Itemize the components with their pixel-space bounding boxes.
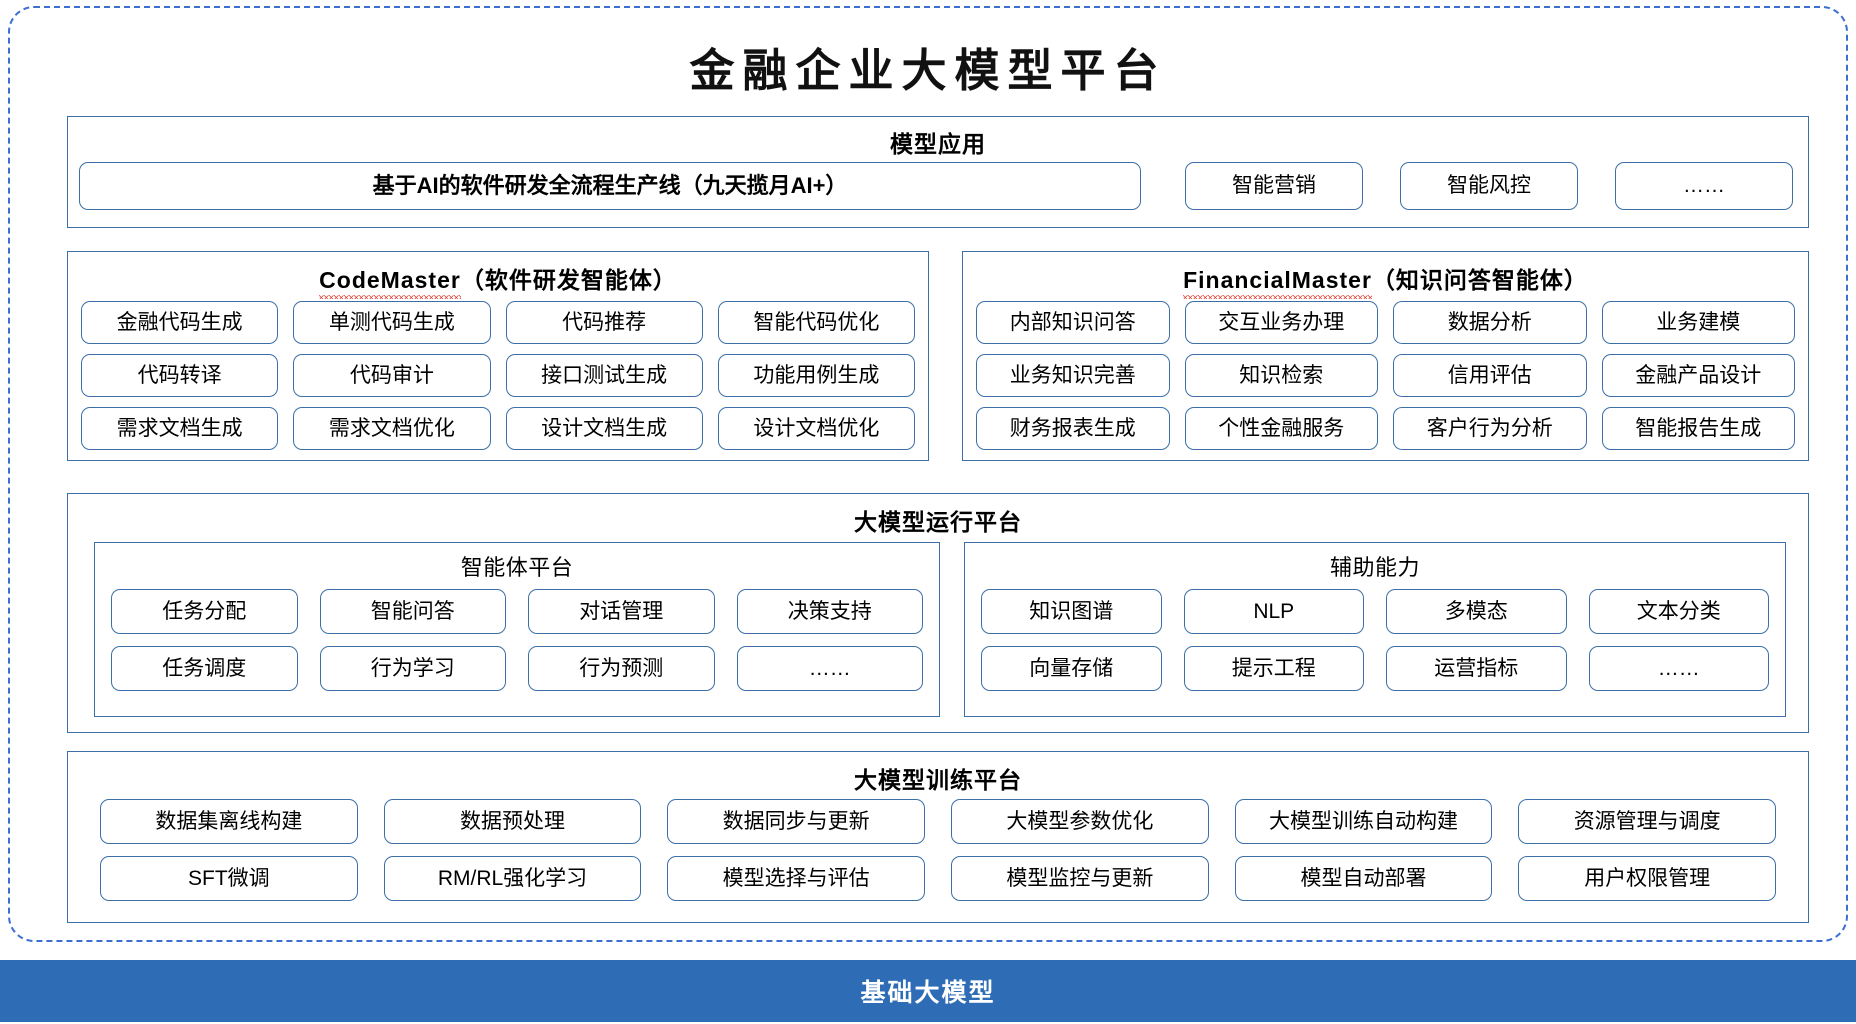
financial-master-row-3: 财务报表生成 个性金融服务 客户行为分析 智能报告生成: [976, 407, 1795, 450]
agent-platform-row-1: 任务分配 智能问答 对话管理 决策支持: [111, 589, 923, 634]
chip-smart-risk-control[interactable]: 智能风控: [1400, 162, 1578, 210]
financial-master-grid: 内部知识问答 交互业务办理 数据分析 业务建模 业务知识完善 知识检索 信用评估…: [976, 301, 1795, 450]
train-platform-row-1: 数据集离线构建 数据预处理 数据同步与更新 大模型参数优化 大模型训练自动构建 …: [100, 799, 1777, 844]
chip-api-test-gen[interactable]: 接口测试生成: [505, 354, 703, 397]
chip-ai-software-pipeline[interactable]: 基于AI的软件研发全流程生产线（九天揽月AI+）: [79, 162, 1141, 210]
chip-function-case-gen[interactable]: 功能用例生成: [717, 354, 915, 397]
chip-knowledge-graph[interactable]: 知识图谱: [981, 589, 1162, 634]
base-model-label: 基础大模型: [860, 979, 996, 1007]
chip-internal-knowledge-qa[interactable]: 内部知识问答: [976, 301, 1170, 344]
code-master-row-2: 代码转译 代码审计 接口测试生成 功能用例生成: [81, 354, 915, 397]
diagram-outer-frame: 金融企业大模型平台 模型应用 基于AI的软件研发全流程生产线（九天揽月AI+） …: [8, 6, 1848, 942]
chip-model-param-optimize[interactable]: 大模型参数优化: [951, 799, 1209, 844]
chip-data-preprocess[interactable]: 数据预处理: [383, 799, 642, 844]
chip-smart-qa[interactable]: 智能问答: [319, 589, 506, 634]
chip-sft-finetune[interactable]: SFT微调: [100, 856, 358, 901]
aux-capability-subpanel: 辅助能力 知识图谱 NLP 多模态 文本分类 向量存储 提示工程 运营指标 ……: [964, 542, 1786, 717]
chip-code-finance-gen[interactable]: 金融代码生成: [81, 301, 279, 344]
chip-behavior-learning[interactable]: 行为学习: [319, 646, 506, 691]
chip-rm-rl-learning[interactable]: RM/RL强化学习: [383, 856, 642, 901]
code-master-grid: 金融代码生成 单测代码生成 代码推荐 智能代码优化 代码转译 代码审计 接口测试…: [81, 301, 915, 450]
chip-train-auto-build[interactable]: 大模型训练自动构建: [1234, 799, 1493, 844]
chip-smart-marketing[interactable]: 智能营销: [1185, 162, 1363, 210]
financial-master-panel: FinancialMaster（知识问答智能体） 内部知识问答 交互业务办理 数…: [962, 251, 1809, 461]
chip-agent-platform-more[interactable]: ……: [736, 646, 923, 691]
model-application-items: 基于AI的软件研发全流程生产线（九天揽月AI+） 智能营销 智能风控 ……: [79, 162, 1799, 210]
financial-master-title: FinancialMaster（知识问答智能体）: [963, 261, 1808, 299]
chip-nlp[interactable]: NLP: [1183, 589, 1364, 634]
chip-behavior-prediction[interactable]: 行为预测: [528, 646, 715, 691]
train-platform-grid: 数据集离线构建 数据预处理 数据同步与更新 大模型参数优化 大模型训练自动构建 …: [100, 799, 1777, 901]
code-master-title: CodeMaster（软件研发智能体）: [68, 261, 928, 299]
chip-data-analysis[interactable]: 数据分析: [1393, 301, 1587, 344]
chip-code-recommend[interactable]: 代码推荐: [505, 301, 703, 344]
code-master-row-1: 金融代码生成 单测代码生成 代码推荐 智能代码优化: [81, 301, 915, 344]
chip-task-scheduling[interactable]: 任务调度: [111, 646, 298, 691]
train-platform-title: 大模型训练平台: [854, 767, 1022, 793]
chip-model-application-more[interactable]: ……: [1615, 162, 1793, 210]
chip-multimodal[interactable]: 多模态: [1386, 589, 1567, 634]
model-application-title: 模型应用: [890, 131, 986, 157]
aux-capability-grid: 知识图谱 NLP 多模态 文本分类 向量存储 提示工程 运营指标 ……: [981, 589, 1769, 691]
financial-master-title-cn: （知识问答智能体）: [1371, 267, 1588, 293]
chip-req-doc-gen[interactable]: 需求文档生成: [81, 407, 279, 450]
agent-platform-grid: 任务分配 智能问答 对话管理 决策支持 任务调度 行为学习 行为预测 ……: [111, 589, 923, 691]
chip-financial-report-gen[interactable]: 财务报表生成: [976, 407, 1170, 450]
chip-interactive-business[interactable]: 交互业务办理: [1184, 301, 1378, 344]
chip-business-knowledge-improve[interactable]: 业务知识完善: [976, 354, 1170, 397]
chip-data-sync-update[interactable]: 数据同步与更新: [667, 799, 926, 844]
financial-master-title-en: FinancialMaster: [1183, 267, 1372, 299]
chip-model-monitor-update[interactable]: 模型监控与更新: [951, 856, 1209, 901]
chip-operation-metrics[interactable]: 运营指标: [1386, 646, 1567, 691]
chip-customer-behavior-analysis[interactable]: 客户行为分析: [1393, 407, 1587, 450]
chip-dialog-management[interactable]: 对话管理: [528, 589, 715, 634]
chip-aux-capability-more[interactable]: ……: [1588, 646, 1769, 691]
chip-model-auto-deploy[interactable]: 模型自动部署: [1234, 856, 1493, 901]
chip-vector-store[interactable]: 向量存储: [981, 646, 1162, 691]
chip-prompt-engineering[interactable]: 提示工程: [1183, 646, 1364, 691]
financial-master-row-1: 内部知识问答 交互业务办理 数据分析 业务建模: [976, 301, 1795, 344]
chip-code-audit[interactable]: 代码审计: [293, 354, 491, 397]
chip-decision-support[interactable]: 决策支持: [736, 589, 923, 634]
code-master-title-en: CodeMaster: [319, 267, 461, 299]
chip-user-permission[interactable]: 用户权限管理: [1518, 856, 1777, 901]
train-platform-panel: 大模型训练平台 数据集离线构建 数据预处理 数据同步与更新 大模型参数优化 大模…: [67, 751, 1809, 923]
financial-master-row-2: 业务知识完善 知识检索 信用评估 金融产品设计: [976, 354, 1795, 397]
run-platform-panel: 大模型运行平台 智能体平台 任务分配 智能问答 对话管理 决策支持 任务调度 行…: [67, 493, 1809, 733]
chip-design-doc-gen[interactable]: 设计文档生成: [505, 407, 703, 450]
chip-credit-assessment[interactable]: 信用评估: [1393, 354, 1587, 397]
chip-knowledge-retrieval[interactable]: 知识检索: [1184, 354, 1378, 397]
agent-platform-subpanel: 智能体平台 任务分配 智能问答 对话管理 决策支持 任务调度 行为学习 行为预测…: [94, 542, 940, 717]
chip-smart-report-gen[interactable]: 智能报告生成: [1601, 407, 1795, 450]
agent-platform-title: 智能体平台: [460, 555, 574, 580]
chip-code-transpile[interactable]: 代码转译: [81, 354, 279, 397]
base-model-bar: 基础大模型: [0, 960, 1856, 1022]
aux-capability-row-2: 向量存储 提示工程 运营指标 ……: [981, 646, 1769, 691]
chip-req-doc-optimize[interactable]: 需求文档优化: [293, 407, 491, 450]
chip-business-modeling[interactable]: 业务建模: [1601, 301, 1795, 344]
chip-financial-product-design[interactable]: 金融产品设计: [1601, 354, 1795, 397]
chip-task-allocation[interactable]: 任务分配: [111, 589, 298, 634]
agent-platform-row-2: 任务调度 行为学习 行为预测 ……: [111, 646, 923, 691]
code-master-panel: CodeMaster（软件研发智能体） 金融代码生成 单测代码生成 代码推荐 智…: [67, 251, 929, 461]
chip-model-select-evaluate[interactable]: 模型选择与评估: [667, 856, 926, 901]
chip-code-unittest-gen[interactable]: 单测代码生成: [293, 301, 491, 344]
chip-design-doc-optimize[interactable]: 设计文档优化: [717, 407, 915, 450]
aux-capability-title: 辅助能力: [1329, 555, 1420, 580]
chip-resource-management[interactable]: 资源管理与调度: [1518, 799, 1777, 844]
page-title: 金融企业大模型平台: [689, 44, 1167, 97]
aux-capability-row-1: 知识图谱 NLP 多模态 文本分类: [981, 589, 1769, 634]
run-platform-title: 大模型运行平台: [854, 509, 1022, 535]
train-platform-row-2: SFT微调 RM/RL强化学习 模型选择与评估 模型监控与更新 模型自动部署 用…: [100, 856, 1777, 901]
code-master-row-3: 需求文档生成 需求文档优化 设计文档生成 设计文档优化: [81, 407, 915, 450]
chip-code-smart-optimize[interactable]: 智能代码优化: [717, 301, 915, 344]
code-master-title-cn: （软件研发智能体）: [460, 267, 677, 293]
model-application-panel: 模型应用 基于AI的软件研发全流程生产线（九天揽月AI+） 智能营销 智能风控 …: [67, 116, 1809, 228]
chip-personalized-finance[interactable]: 个性金融服务: [1184, 407, 1378, 450]
chip-dataset-offline-build[interactable]: 数据集离线构建: [100, 799, 358, 844]
chip-text-classification[interactable]: 文本分类: [1588, 589, 1769, 634]
